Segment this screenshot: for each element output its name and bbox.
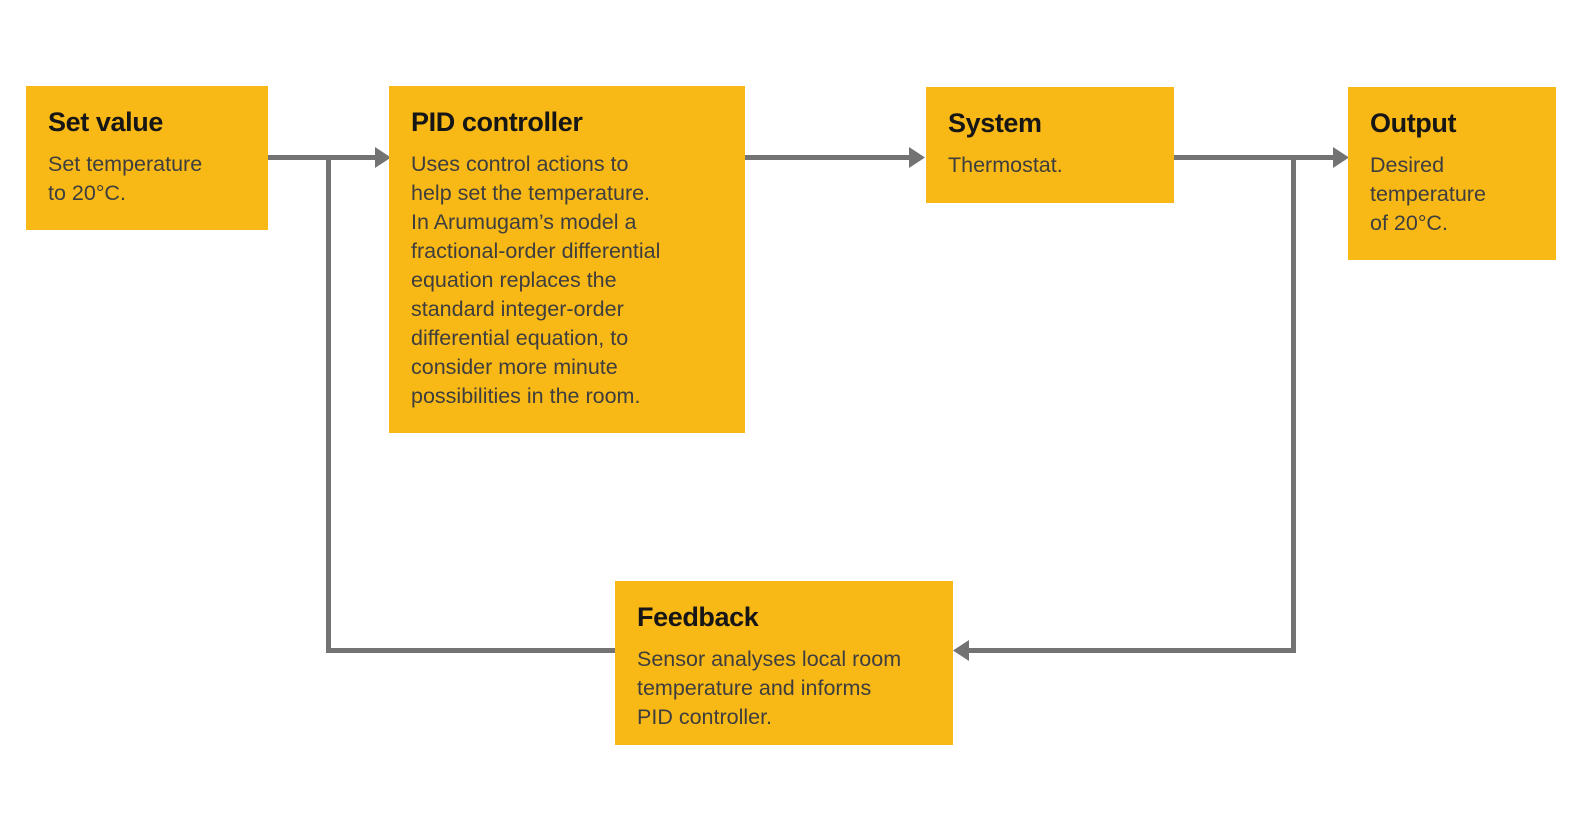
node-output-title: Output	[1370, 108, 1457, 138]
node-system-body: Thermostat.	[948, 153, 1063, 177]
node-feedback-title: Feedback	[637, 602, 759, 632]
node-feedback: Feedback Sensor analyses local room temp…	[615, 581, 953, 745]
node-pid-controller: PID controller Uses control actions to h…	[389, 86, 745, 433]
node-output: Output Desired temperature of 20°C.	[1348, 87, 1556, 260]
arrowhead-into-system-icon	[909, 147, 925, 168]
node-pid-controller-body: Uses control actions to help set the tem…	[411, 152, 661, 408]
node-set-value-body: Set temperature to 20°C.	[48, 152, 203, 205]
node-feedback-body: Sensor analyses local room temperature a…	[637, 647, 902, 729]
node-set-value: Set value Set temperature to 20°C.	[26, 86, 268, 230]
connector-feedback-to-pid-line	[326, 155, 615, 653]
node-output-body: Desired temperature of 20°C.	[1370, 153, 1486, 235]
node-set-value-title: Set value	[48, 107, 163, 137]
node-system-title: System	[948, 108, 1042, 138]
arrowhead-into-output-icon	[1333, 147, 1349, 168]
arrowhead-into-feedback-icon	[953, 640, 969, 661]
connector-output-branch-to-feedback-line	[969, 157, 1296, 653]
arrowhead-into-pid-icon	[375, 147, 391, 168]
node-system: System Thermostat.	[926, 87, 1174, 203]
node-pid-controller-title: PID controller	[411, 107, 583, 137]
